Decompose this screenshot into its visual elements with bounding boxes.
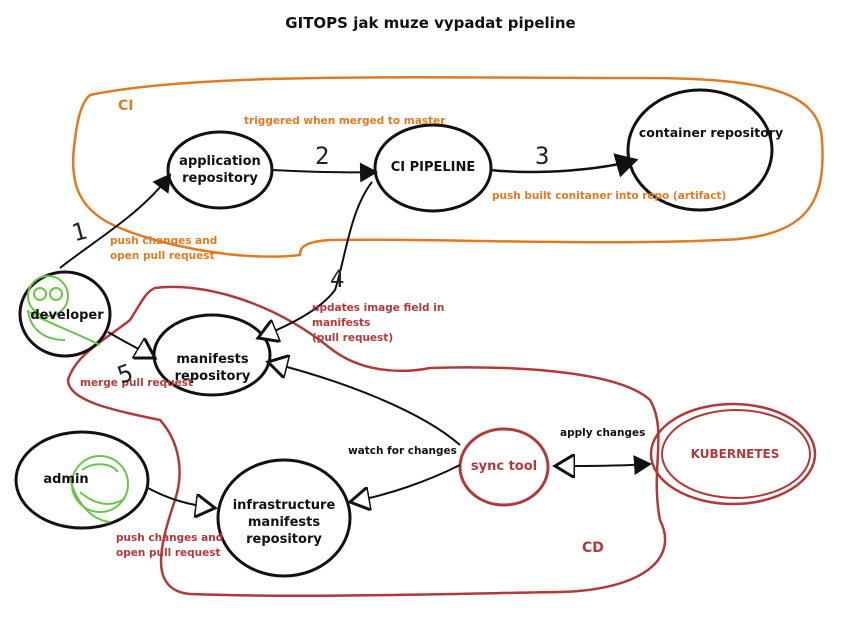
arrow-sync-to-infra	[350, 464, 461, 502]
kubernetes-label: KUBERNETES	[690, 447, 780, 461]
step-2: 2	[315, 142, 330, 170]
step-3: 3	[535, 142, 550, 170]
arrow-developer-to-manifests	[107, 331, 155, 358]
label-updates-image: updates image field in manifests (pull r…	[312, 302, 445, 344]
label-push-changes-dev: push changes and open pull request	[110, 235, 218, 262]
ci-pipeline-label: CI PIPELINE	[390, 160, 476, 175]
cd-region-label: CD	[582, 540, 604, 556]
developer-label: developer	[30, 308, 104, 323]
arrow-app-repo-to-ci	[271, 162, 378, 183]
kubernetes-inner-ring	[661, 409, 811, 499]
arrow-sync-kubernetes	[555, 464, 650, 466]
label-push-changes-admin: push changes and open pull request	[116, 532, 224, 559]
diagram-title: GITOPS jak muze vypadat pipeline	[285, 14, 576, 32]
label-push-built: push built conitaner into repo (artifact…	[492, 190, 727, 202]
container-repository-circle	[626, 88, 774, 212]
arrow-developer-to-app-repo	[59, 173, 172, 269]
label-triggered: triggered when merged to master	[244, 115, 446, 127]
developer-circle	[18, 270, 112, 358]
admin-circle	[14, 430, 150, 530]
arrow-ci-to-manifests	[258, 181, 373, 338]
ci-region-label: CI	[118, 98, 134, 114]
manifests-repository-label: manifests repository	[174, 352, 251, 384]
arrow-sync-to-manifests	[268, 362, 461, 446]
container-repository-label: container repository	[638, 125, 784, 140]
label-watch-for-changes: watch for changes	[348, 445, 457, 457]
ci-region-outline	[71, 76, 824, 258]
admin-figure	[69, 455, 129, 523]
infrastructure-manifests-repository-label: infrastructure manifests repository	[232, 498, 336, 547]
arrow-admin-to-infra	[147, 487, 215, 508]
application-repository-label: application repository	[179, 154, 261, 186]
label-merge-pull-request: merge pull request	[80, 377, 194, 389]
developer-figure	[27, 275, 101, 346]
arrow-ci-to-container	[489, 153, 639, 178]
infrastructure-circle	[216, 458, 352, 578]
admin-label: admin	[43, 472, 89, 487]
label-apply-changes: apply changes	[560, 427, 646, 439]
cd-region-outline	[66, 285, 667, 597]
sync-tool-label: sync tool	[470, 459, 538, 474]
step-4: 4	[330, 265, 345, 293]
sync-tool-circle	[458, 427, 550, 507]
